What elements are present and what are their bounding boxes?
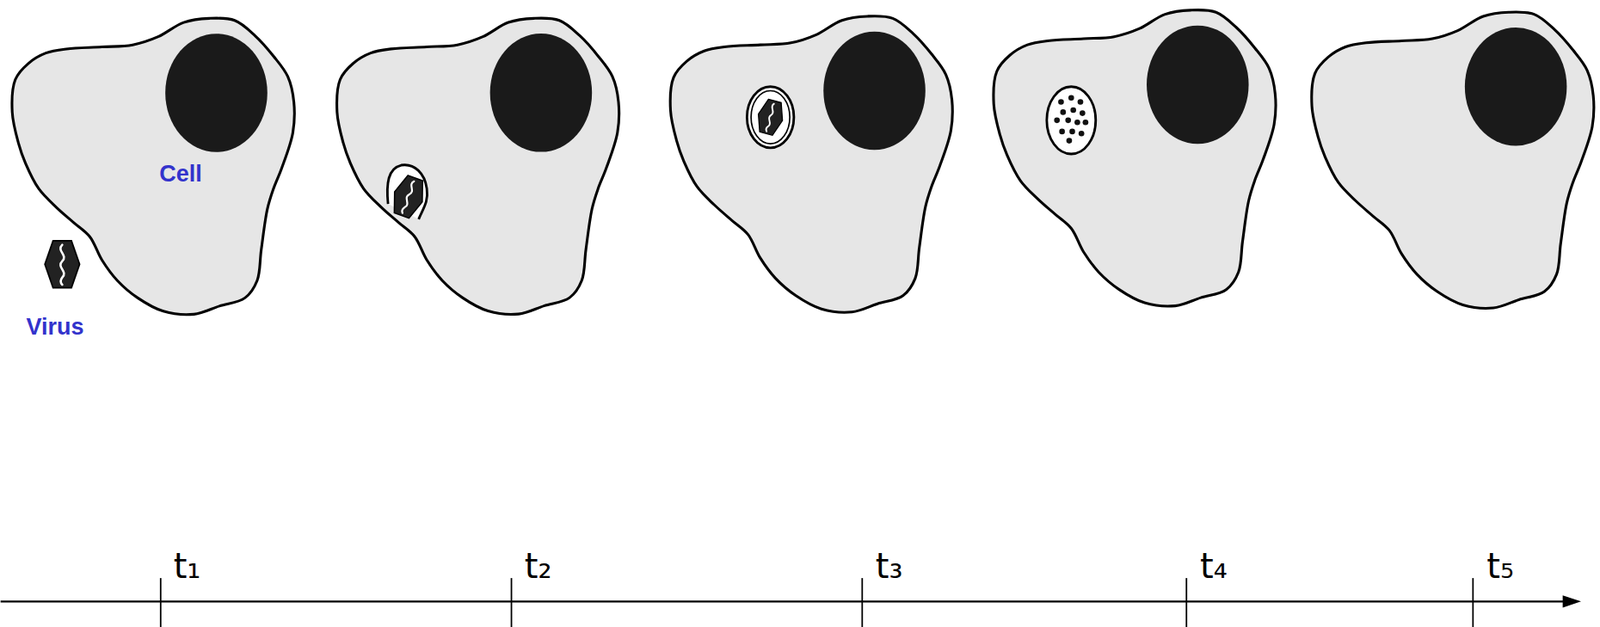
nucleus xyxy=(490,33,593,153)
endosome xyxy=(746,86,794,148)
virus-particle xyxy=(387,172,430,221)
axis-tick xyxy=(160,578,162,627)
viral-fragment xyxy=(1069,129,1076,136)
node-label: Virus xyxy=(25,315,84,339)
cell-membrane xyxy=(1311,12,1594,308)
cell xyxy=(1311,12,1594,308)
cell-node: Cell xyxy=(0,0,310,327)
cell-membrane xyxy=(670,16,953,313)
axis-tick xyxy=(510,578,513,627)
axis-tick xyxy=(1471,578,1474,627)
endosome xyxy=(1046,86,1096,154)
cell xyxy=(337,18,620,314)
virus-particle xyxy=(44,240,80,289)
time-label: t₅ xyxy=(1486,548,1514,584)
viral-fragment xyxy=(1053,117,1060,124)
viral-fragment xyxy=(1079,110,1086,117)
viral-fragment xyxy=(1066,137,1073,144)
cell-membrane xyxy=(12,18,295,315)
time-label: t₃ xyxy=(875,548,904,584)
nucleus xyxy=(1464,27,1568,147)
time-axis xyxy=(0,600,1570,603)
virus-node: Virus xyxy=(17,233,104,346)
endosome-inner xyxy=(750,90,790,144)
axis-tick xyxy=(1185,578,1188,627)
time-label: t₄ xyxy=(1200,548,1228,584)
cell-membrane xyxy=(993,10,1276,307)
viral-fragment xyxy=(1078,130,1085,137)
nucleus xyxy=(823,31,926,151)
time-label: t₂ xyxy=(524,548,553,584)
capsid xyxy=(387,172,430,221)
cell-outline xyxy=(0,0,310,327)
viral-fragment xyxy=(1083,119,1090,126)
viral-genome xyxy=(400,180,416,214)
viral-genome xyxy=(60,245,64,285)
capsid xyxy=(754,98,788,137)
viral-fragment xyxy=(1058,98,1065,105)
viral-fragment xyxy=(1058,129,1065,136)
cell-membrane xyxy=(337,18,620,314)
cell xyxy=(670,16,953,313)
viral-fragment xyxy=(1077,98,1084,105)
cell xyxy=(993,10,1276,307)
viral-fragment xyxy=(1064,117,1071,124)
axis-arrowhead xyxy=(1563,595,1582,608)
nucleus xyxy=(1146,25,1250,145)
nucleus xyxy=(165,33,268,153)
timeline xyxy=(0,578,1582,627)
viral-fragment xyxy=(1060,109,1067,116)
cell xyxy=(12,18,295,315)
capsid xyxy=(44,240,80,289)
node-label: Cell xyxy=(159,162,203,186)
virus-particle xyxy=(754,98,788,137)
time-label: t₁ xyxy=(173,548,202,584)
viral-genome xyxy=(765,103,776,132)
viral-fragment xyxy=(1068,94,1075,101)
viral-fragment xyxy=(1070,107,1077,114)
axis-tick xyxy=(861,578,863,627)
viral-fragment xyxy=(1074,119,1081,126)
